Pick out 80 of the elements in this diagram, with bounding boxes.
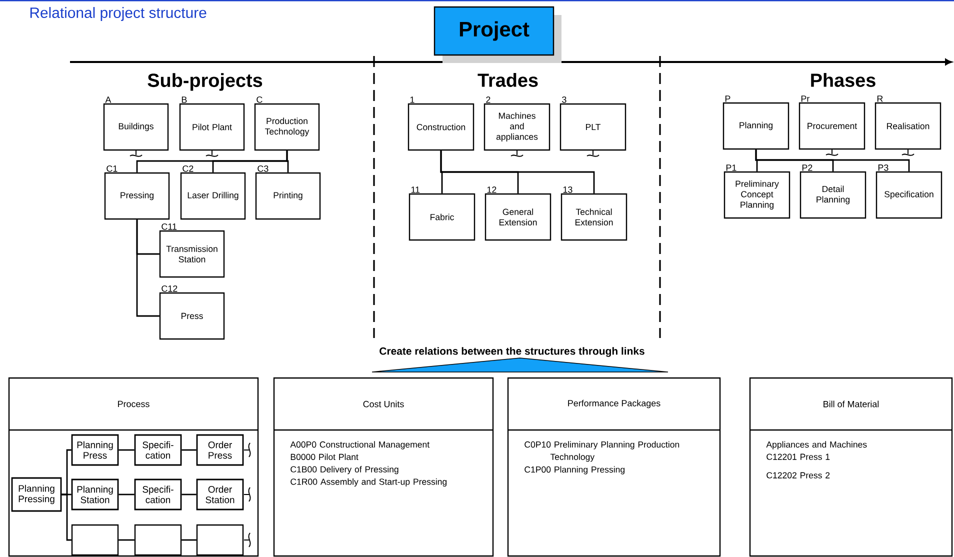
code-label: 11: [411, 186, 420, 193]
process-box: General Extension: [484, 193, 552, 241]
empty-box: [134, 524, 182, 556]
connector-line: [118, 539, 134, 541]
process-box: Planning Station: [71, 478, 119, 510]
process-box: Buildings: [103, 103, 169, 151]
code-label: 3: [562, 96, 566, 103]
panel-heading: Process: [118, 400, 150, 408]
process-box: Press: [159, 292, 225, 340]
code-label: Pr: [801, 96, 810, 102]
process-box: Specification: [876, 171, 942, 219]
process-box: Preliminary Concept Planning: [724, 171, 790, 219]
process-box: Pressing: [104, 172, 170, 220]
process-box: Pilot Plant: [179, 103, 245, 151]
process-box: Machines and appliances: [484, 103, 550, 151]
process-box: PLT: [560, 103, 626, 151]
list-item: C1B00 Delivery of Pressing: [290, 466, 398, 474]
title-box: Project: [434, 6, 562, 63]
connector-line: [182, 449, 196, 451]
panel-heading: Performance Packages: [568, 400, 660, 408]
process-box: Construction: [408, 103, 474, 151]
process-box: Procurement: [798, 102, 866, 150]
process-box: Specifi- cation: [134, 434, 182, 466]
page-title: Relational project structure: [30, 7, 206, 21]
code-label: C12: [162, 285, 178, 292]
empty-box: [71, 524, 119, 556]
connector-line: [136, 220, 160, 317]
panel-heading: Bill of Material: [824, 400, 879, 408]
connector-line: [755, 150, 910, 172]
list-item: C12201 Press 1: [766, 454, 830, 460]
connector-line: [286, 150, 289, 172]
process-box: Specifi- cation: [134, 478, 182, 510]
process-box: Transmission Station: [159, 230, 225, 278]
code-label: P3: [878, 164, 888, 171]
list-item: Appliances and Machines: [766, 441, 867, 450]
connector-line: [62, 494, 72, 541]
list-item: B0000 Pilot Plant: [290, 454, 358, 460]
code-label: 1: [410, 96, 414, 103]
connector-line: [440, 150, 595, 194]
process-box: Planning Pressing: [11, 477, 62, 512]
process-box: Planning: [722, 102, 790, 150]
panel-heading: Cost Units: [363, 400, 404, 408]
code-label: C: [256, 96, 262, 103]
code-label: A: [105, 96, 112, 103]
process-box: Planning Press: [71, 434, 119, 466]
list-item: C1P00 Planning Pressing: [524, 466, 624, 474]
code-label: P1: [726, 164, 736, 171]
code-label: B: [182, 96, 187, 103]
code-label: R: [877, 96, 883, 102]
section-heading: Trades: [478, 73, 538, 87]
code-label: C11: [162, 223, 177, 230]
list-item: C1R00 Assembly and Start-up Pressing: [290, 478, 447, 487]
code-label: 13: [563, 186, 572, 193]
code-label: C2: [182, 165, 194, 172]
process-box: Realisation: [874, 102, 942, 150]
section-heading: Sub-projects: [148, 73, 262, 91]
code-label: P2: [802, 164, 812, 171]
code-label: C1: [106, 165, 118, 172]
process-box: Technical Extension: [560, 193, 628, 241]
list-item: C0P10 Preliminary Planning Production Technology: [524, 441, 680, 462]
connector-line: [182, 494, 196, 496]
connector-line: [118, 494, 134, 496]
process-box: Detail Planning: [800, 171, 866, 219]
process-box: Production Technology: [254, 103, 320, 151]
section-heading: Phases: [811, 73, 876, 87]
code-label: P: [725, 96, 730, 102]
list-item: C12202 Press 2: [766, 472, 830, 478]
connector-line: [118, 449, 134, 451]
code-label: 12: [487, 186, 496, 193]
process-box: Printing: [255, 172, 321, 220]
process-box: Order Station: [196, 478, 244, 510]
connector-line: [182, 539, 196, 541]
code-label: C3: [258, 165, 268, 172]
process-box: Laser Drilling: [180, 172, 246, 220]
empty-box: [196, 524, 244, 556]
process-box: Order Press: [196, 434, 244, 466]
list-item: A00P0 Constructional Management: [290, 441, 430, 450]
caption-text: Create relations between the structures through links: [380, 347, 644, 357]
process-box: Fabric: [408, 193, 476, 241]
code-label: 2: [486, 96, 490, 103]
